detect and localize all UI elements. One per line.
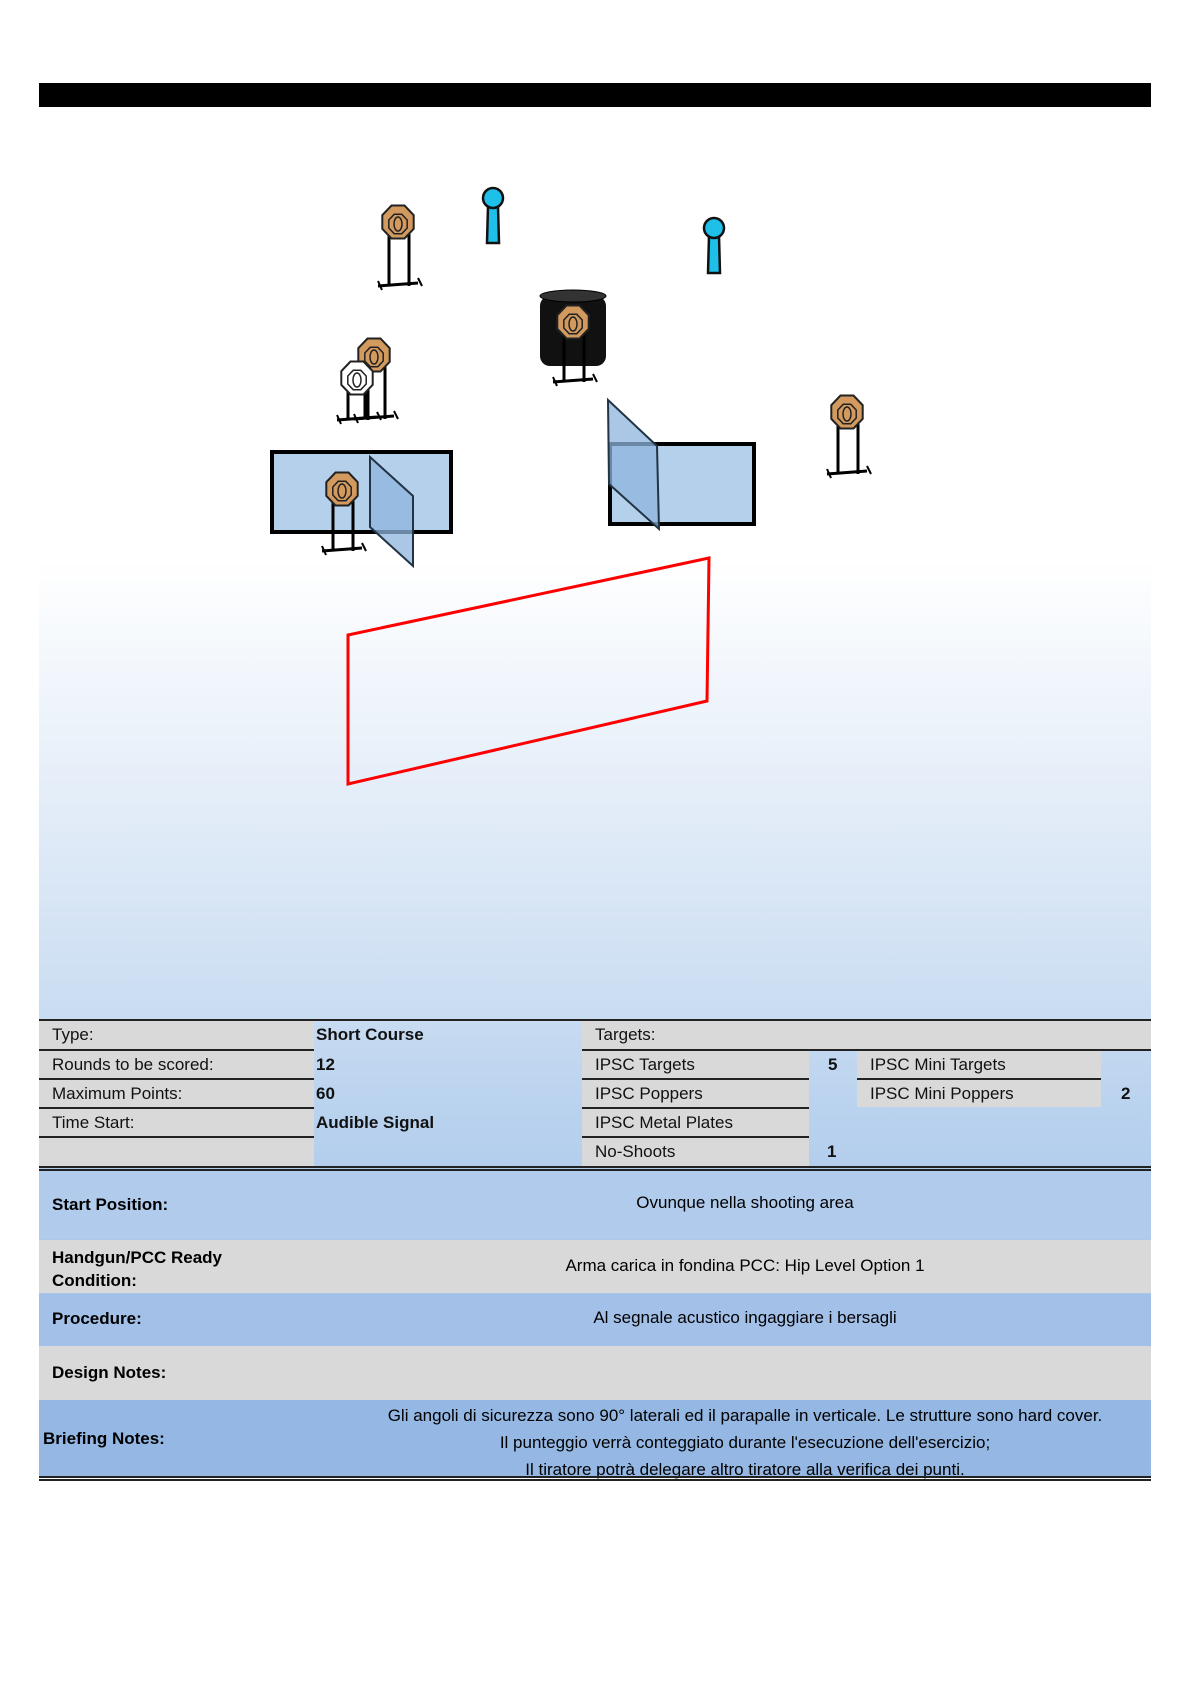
ipsc-poppers-label: IPSC Poppers [582, 1080, 809, 1107]
procedure-label: Procedure: [52, 1309, 142, 1328]
header-bar [39, 83, 1151, 107]
rounds-label: Rounds to be scored: [39, 1051, 314, 1078]
targets-header: Targets: [582, 1021, 1151, 1049]
briefing-notes-label: Briefing Notes: [43, 1429, 165, 1448]
design-notes-row: Design Notes: [39, 1346, 1151, 1400]
ipsc-target [826, 394, 872, 479]
start-position-value: Ovunque nella shooting area [636, 1193, 854, 1212]
start-position-label: Start Position: [52, 1195, 169, 1214]
no-shoots-count: 1 [827, 1142, 837, 1161]
panel-left [369, 454, 414, 569]
ready-value: Arma carica in fondina PCC: Hip Level Op… [565, 1256, 925, 1275]
ipsc-target [552, 304, 598, 387]
ipsc-targets-label: IPSC Targets [582, 1051, 809, 1078]
ipsc-target [377, 204, 423, 291]
briefing-notes-text: Gli angoli di sicurezza sono 90° lateral… [339, 1402, 1151, 1483]
wall-left [270, 450, 453, 534]
mini-poppers-label: IPSC Mini Poppers [857, 1080, 1101, 1107]
design-notes-label: Design Notes: [52, 1363, 167, 1382]
time-start-label: Time Start: [39, 1109, 314, 1136]
empty-label [39, 1138, 314, 1166]
briefing-line: Il tiratore potrà delegare altro tirator… [525, 1460, 965, 1479]
rounds-value: 12 [316, 1054, 335, 1074]
type-value: Short Course [316, 1025, 424, 1044]
shooting-area-fault-line [346, 556, 711, 786]
ipsc-targets-count: 5 [828, 1054, 838, 1074]
mini-targets-label: IPSC Mini Targets [857, 1051, 1101, 1078]
mini-poppers-count: 2 [1121, 1083, 1131, 1103]
procedure-value: Al segnale acustico ingaggiare i bersagl… [593, 1308, 897, 1327]
type-label: Type: [39, 1021, 314, 1049]
points-label: Maximum Points: [39, 1080, 314, 1107]
ipsc-target [321, 471, 367, 556]
briefing-line: Il punteggio verrà conteggiato durante l… [499, 1433, 991, 1452]
popper-target [481, 186, 505, 245]
no-shoot-target [336, 360, 382, 425]
briefing-line: Gli angoli di sicurezza sono 90° lateral… [387, 1406, 1103, 1425]
points-value: 60 [316, 1083, 335, 1103]
start-position-row: Start Position: Ovunque nella shooting a… [39, 1171, 1151, 1239]
no-shoots-label: No-Shoots [582, 1138, 809, 1166]
panel-right [606, 397, 661, 532]
briefing-notes-row: Briefing Notes: Gli angoli di sicurezza … [39, 1400, 1151, 1479]
time-start-value: Audible Signal [316, 1112, 435, 1132]
procedure-row: Procedure: Al segnale acustico ingaggiar… [39, 1294, 1151, 1345]
ipsc-plates-label: IPSC Metal Plates [582, 1109, 809, 1136]
popper-target [702, 216, 726, 275]
